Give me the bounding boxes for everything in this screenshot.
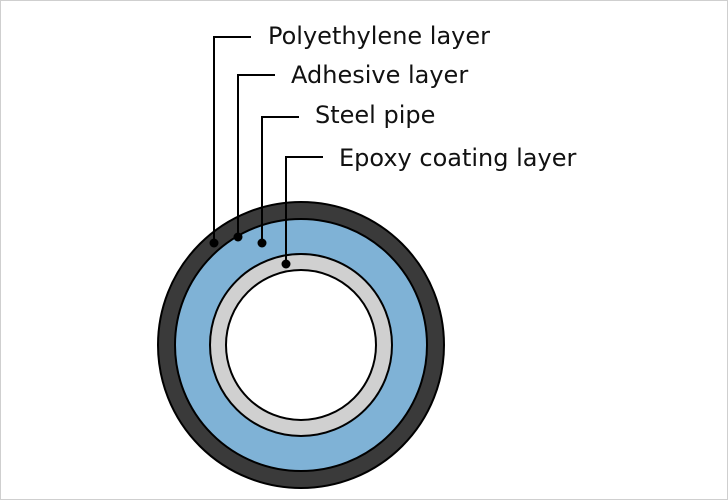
- epoxy-leader-dot: [281, 259, 291, 269]
- polyethylene-leader-line: [213, 36, 251, 243]
- polyethylene-label: Polyethylene layer: [268, 22, 490, 50]
- steel-leader-dot: [257, 238, 267, 248]
- pipe-bore: [225, 269, 377, 421]
- epoxy-leader-line: [285, 156, 323, 264]
- steel-leader-line: [261, 116, 299, 243]
- polyethylene-leader-dot: [209, 238, 219, 248]
- steel-pipe-label: Steel pipe: [315, 101, 435, 129]
- adhesive-leader-dot: [233, 232, 243, 242]
- adhesive-leader-line: [237, 74, 275, 237]
- adhesive-label: Adhesive layer: [291, 61, 468, 89]
- epoxy-coating-label: Epoxy coating layer: [339, 144, 576, 172]
